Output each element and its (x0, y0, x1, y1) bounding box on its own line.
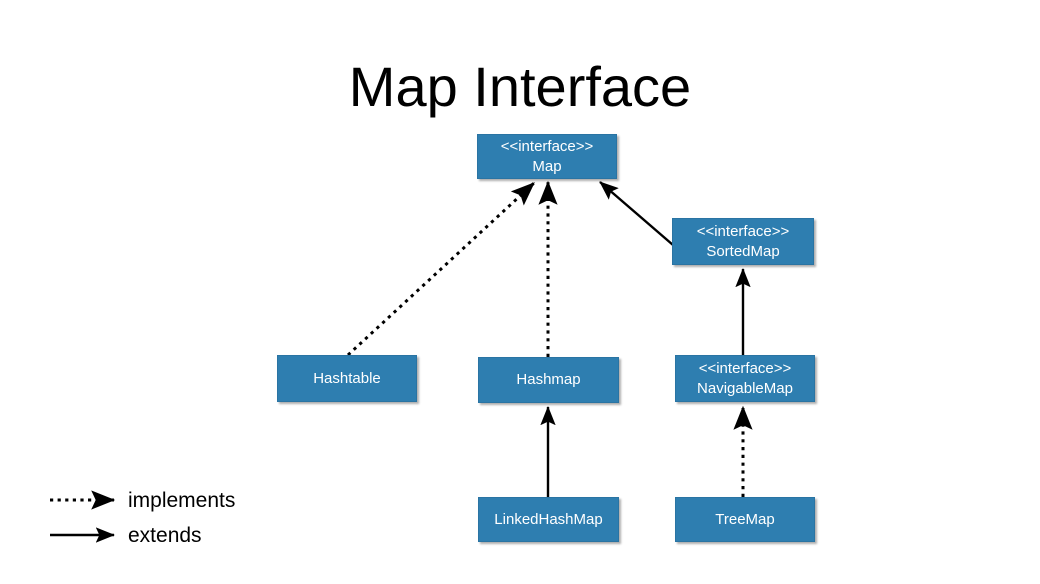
node-navigablemap[interactable]: <<interface>>NavigableMap (675, 355, 815, 402)
node-name: TreeMap (715, 510, 775, 528)
node-stereotype: <<interface>> (698, 360, 792, 378)
node-name: NavigableMap (697, 379, 793, 397)
node-sortedmap[interactable]: <<interface>>SortedMap (672, 218, 814, 265)
node-treemap[interactable]: TreeMap (675, 497, 815, 542)
node-linkedhashmap[interactable]: LinkedHashMap (478, 497, 619, 542)
node-map[interactable]: <<interface>>Map (477, 134, 617, 179)
node-hashtable[interactable]: Hashtable (277, 355, 417, 402)
edge-sortedmap-extends-map (599, 181, 674, 246)
node-name: Hashmap (516, 371, 581, 389)
node-name: LinkedHashMap (494, 510, 603, 528)
node-hashmap[interactable]: Hashmap (478, 357, 619, 403)
node-stereotype: <<interface>> (500, 138, 594, 156)
edge-hashtable-implements-map (346, 181, 536, 357)
legend: implements extends (40, 482, 330, 562)
node-name: Hashtable (313, 369, 381, 387)
node-name: SortedMap (706, 242, 780, 260)
legend-implements-label: implements (128, 489, 236, 512)
node-stereotype: <<interface>> (696, 223, 790, 241)
page-title: Map Interface (348, 55, 692, 118)
legend-extends-label: extends (128, 524, 202, 547)
node-name: Map (532, 157, 562, 175)
